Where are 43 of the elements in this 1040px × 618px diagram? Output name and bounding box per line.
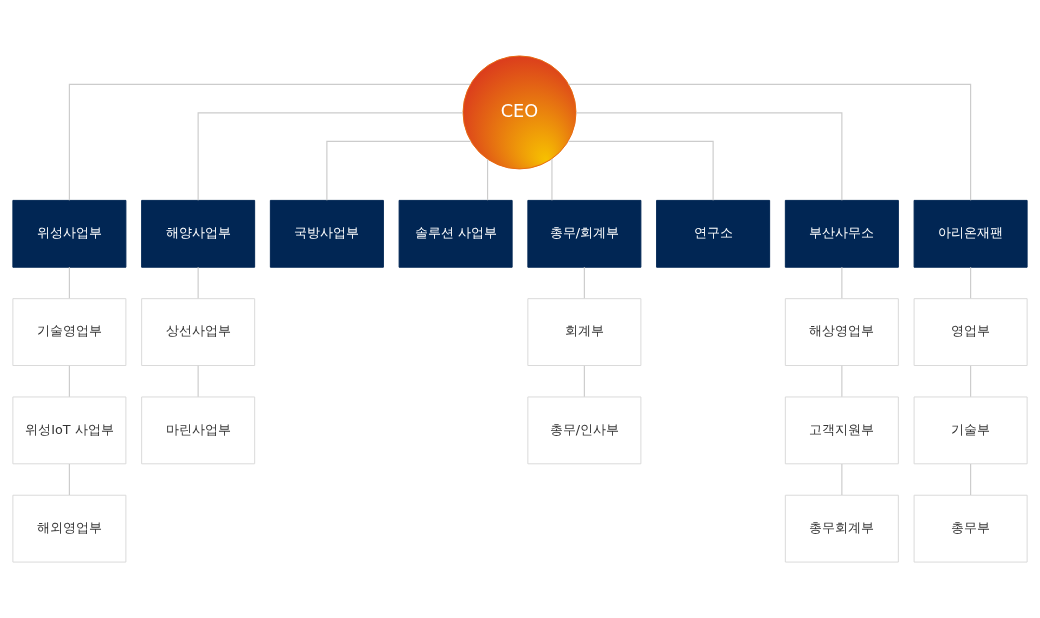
node-box: 총무/인사부 — [527, 396, 642, 465]
node-box: 고객지원부 — [784, 396, 899, 465]
connector — [970, 266, 972, 299]
connector — [567, 140, 714, 201]
connector — [583, 365, 585, 398]
node-circle: CEO — [462, 55, 577, 170]
connector — [841, 463, 843, 496]
connector — [551, 158, 553, 201]
connector — [68, 83, 471, 201]
node-box: 마린사업부 — [141, 396, 256, 465]
connector — [68, 266, 70, 299]
node-box: 총무/회계부 — [527, 199, 642, 268]
connector — [68, 463, 70, 496]
node-box: 위성사업부 — [12, 199, 127, 268]
connector — [197, 266, 199, 299]
node-box: 총무부 — [913, 494, 1028, 563]
node-box: 기술영업부 — [12, 298, 127, 366]
node-box: 해양사업부 — [141, 199, 256, 268]
node-box: 아리온재팬 — [913, 199, 1028, 268]
node-box: 회계부 — [527, 298, 642, 366]
connector — [197, 112, 464, 201]
connector — [487, 158, 489, 201]
node-box: 국방사업부 — [269, 199, 384, 268]
node-box: 해외영업부 — [12, 494, 127, 563]
connector — [68, 365, 70, 398]
connector — [970, 365, 972, 398]
connector — [583, 266, 585, 299]
connector — [326, 140, 472, 201]
connector — [197, 365, 199, 398]
node-box: 영업부 — [913, 298, 1028, 366]
connector — [575, 112, 843, 201]
node-box: 솔루션 사업부 — [398, 199, 513, 268]
node-box: 연구소 — [656, 199, 771, 268]
connector — [841, 266, 843, 299]
node-box: 기술부 — [913, 396, 1028, 465]
node-box: 총무회계부 — [784, 494, 899, 563]
node-box: 해상영업부 — [784, 298, 899, 366]
node-box: 부산사무소 — [784, 199, 899, 268]
connector — [970, 463, 972, 496]
connector — [841, 365, 843, 398]
node-box: 상선사업부 — [141, 298, 256, 366]
connector — [568, 83, 972, 201]
node-box: 위성IoT 사업부 — [12, 396, 127, 465]
